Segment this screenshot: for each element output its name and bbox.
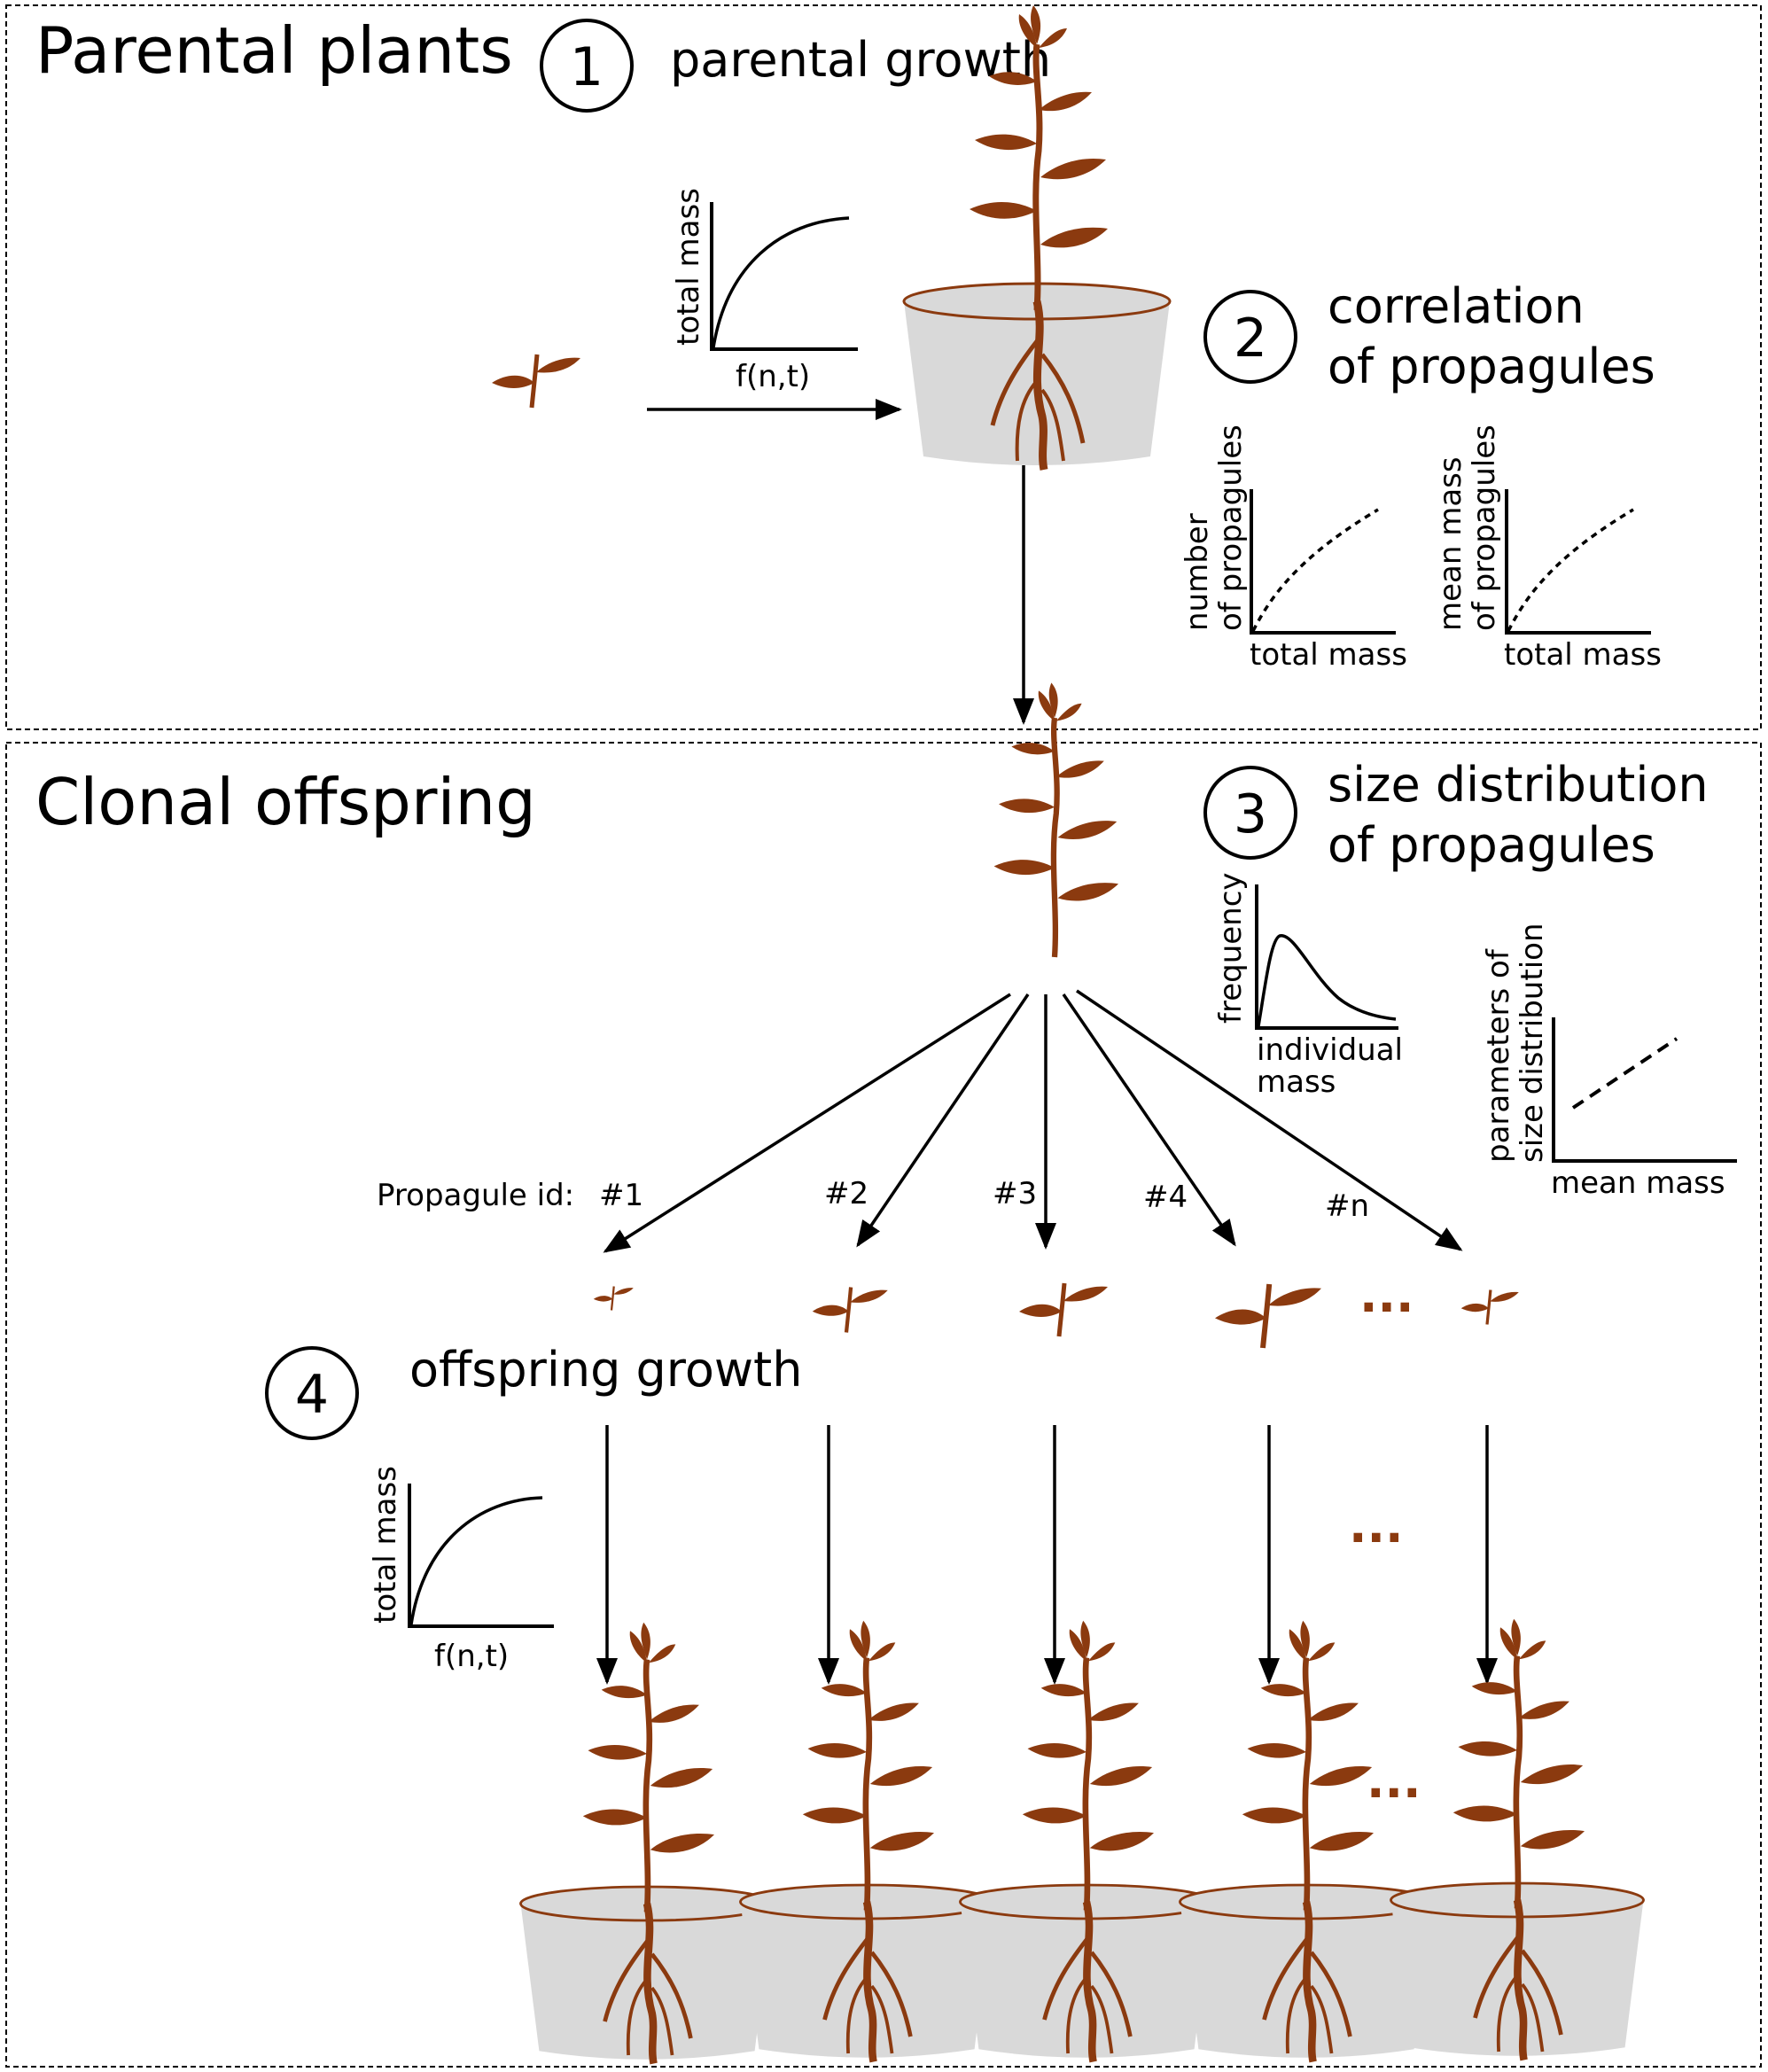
step-2-circle (1203, 290, 1297, 384)
step-3-number: 3 (1234, 783, 1267, 845)
step-1: 1 parental growth (540, 19, 1051, 113)
mean-mass-propagules-chart: mean mass of propagules total mass (1433, 425, 1662, 673)
distribution-parameters-axes (1552, 1017, 1737, 1163)
distribution-parameters-chart: parameters of size distribution mean mas… (1481, 923, 1737, 1201)
propagule-arrows (603, 989, 1463, 1253)
propagule-arrow-2 (856, 993, 1030, 1248)
step-1-label: parental growth (670, 32, 1051, 88)
number-propagules-xlabel: total mass (1250, 637, 1407, 673)
number-propagules-ylabel-line1: number (1180, 513, 1215, 631)
distribution-parameters-xlabel: mean mass (1551, 1165, 1725, 1201)
propagule-arrow-n (1076, 989, 1463, 1251)
step-3-circle (1203, 766, 1297, 860)
parental-growth-xlabel: f(n,t) (736, 359, 810, 394)
parental-growth-axes (710, 202, 858, 351)
offspring-growth-curve (409, 1496, 543, 1625)
propagule-seedling-3 (1019, 1283, 1108, 1336)
offspring-potted-plant-4 (1180, 1621, 1433, 2062)
propagule-arrow-1 (603, 993, 1011, 1253)
parental-seedling (492, 354, 580, 408)
distribution-parameters-line (1571, 1037, 1678, 1110)
size-distribution-xlabel-line1: individual (1257, 1032, 1403, 1068)
propagule-id-4: #4 (1143, 1180, 1188, 1215)
parental-growth-chart: total mass f(n,t) (671, 188, 858, 394)
number-propagules-axes (1250, 489, 1396, 635)
offspring-growth-chart: total mass f(n,t) (368, 1466, 554, 1674)
propagule-id-3: #3 (993, 1176, 1037, 1211)
clonal-panel-title: Clonal offspring (35, 765, 536, 839)
offspring-potted-plant-n (1391, 1619, 1644, 2060)
mean-mass-propagules-axes (1505, 489, 1651, 635)
size-distribution-chart: frequency individual mass (1213, 872, 1403, 1100)
step-2: 2 correlation of propagules (1203, 278, 1655, 394)
step-4-label: offspring growth (409, 1342, 802, 1398)
propagule-id-1: #1 (599, 1178, 643, 1213)
propagule-id-2: #2 (824, 1176, 868, 1211)
step-3-label-line2: of propagules (1328, 817, 1655, 873)
offspring-arrows-ellipsis: ... (1349, 1498, 1404, 1554)
step-1-number: 1 (570, 36, 604, 98)
step-3-label-line1: size distribution (1328, 757, 1709, 813)
step-4: 4 offspring growth (265, 1342, 802, 1440)
clonal-panel-frame (5, 742, 1762, 2068)
parental-growth-ylabel: total mass (671, 188, 706, 346)
offspring-plants-ellipsis: ... (1367, 1753, 1421, 1809)
number-propagules-ylabel-line2: of propagules (1213, 425, 1249, 631)
step-1-circle (540, 19, 634, 113)
step-2-label-line1: correlation (1328, 278, 1585, 334)
mean-mass-propagules-curve (1507, 508, 1634, 632)
size-distribution-ylabel: frequency (1213, 872, 1249, 1024)
offspring-growth-arrows (596, 1425, 1498, 1685)
propagule-seedling-2 (813, 1288, 888, 1333)
offspring-potted-plant-1 (521, 1623, 774, 2064)
step-2-number: 2 (1234, 308, 1267, 370)
mean-mass-propagules-ylabel-line2: of propagules (1467, 425, 1502, 631)
mean-mass-propagules-ylabel-line1: mean mass (1433, 456, 1468, 631)
size-distribution-xlabel-line2: mass (1257, 1064, 1336, 1100)
offspring-growth-axes (408, 1484, 554, 1628)
propagule-seedling-4 (1215, 1284, 1321, 1348)
propagule-id-prefix: Propagule id: (377, 1178, 574, 1213)
offspring-potted-plant-3 (961, 1621, 1213, 2062)
offspring-growth-xlabel: f(n,t) (434, 1639, 509, 1674)
step-4-circle (265, 1346, 359, 1440)
propagule-id-n: #n (1325, 1188, 1369, 1224)
mean-mass-propagules-xlabel: total mass (1504, 637, 1662, 673)
offspring-growth-ylabel: total mass (368, 1466, 403, 1624)
step-3: 3 size distribution of propagules (1203, 757, 1709, 873)
parental-panel-title: Parental plants (35, 13, 513, 88)
propagule-ellipsis: ... (1359, 1267, 1414, 1323)
step-2-label-line2: of propagules (1328, 339, 1655, 394)
number-propagules-chart: number of propagules total mass (1180, 425, 1407, 673)
step-4-number: 4 (295, 1364, 329, 1426)
offspring-potted-plant-2 (741, 1621, 993, 2062)
propagule-seedling-1 (592, 1285, 635, 1312)
clonal-source-plant (994, 682, 1118, 957)
distribution-parameters-ylabel-line1: parameters of (1481, 948, 1516, 1163)
parental-panel-frame (5, 4, 1762, 730)
distribution-parameters-ylabel-line2: size distribution (1515, 923, 1550, 1164)
number-propagules-curve (1251, 508, 1379, 632)
propagule-seedling-n (1460, 1288, 1521, 1327)
size-distribution-axes (1255, 884, 1398, 1030)
parental-growth-curve (712, 216, 850, 348)
propagule-arrow-4 (1062, 993, 1236, 1247)
size-distribution-curve (1257, 934, 1397, 1027)
